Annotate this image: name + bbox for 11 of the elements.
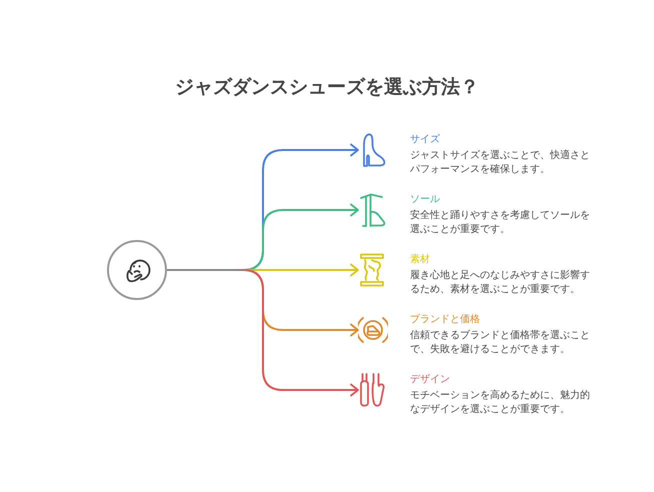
item-heading: デザイン	[410, 373, 450, 387]
item-description: ジャストサイズを選ぶことで、快適さとパフォーマンスを確保します。	[410, 149, 591, 177]
item-description: 履き心地と足へのなじみやすさに影響するため、素材を選ぶことが重要です。	[410, 269, 591, 297]
item-heading: ソール	[410, 193, 440, 207]
item-description: モチベーションを高めるために、魅力的なデザインを選ぶことが重要です。	[410, 389, 591, 417]
item-description: 信頼できるブランドと価格帯を選ぶことで、失敗を避けることができます。	[410, 329, 591, 357]
item-description: 安全性と踊りやすさを考慮してソールを選ぶことが重要です。	[410, 209, 591, 237]
item-heading: ブランドと価格	[410, 313, 480, 327]
title: ジャズダンスシューズを選ぶ方法？	[174, 75, 480, 100]
item-heading: 素材	[410, 253, 430, 267]
item-heading: サイズ	[410, 133, 440, 147]
